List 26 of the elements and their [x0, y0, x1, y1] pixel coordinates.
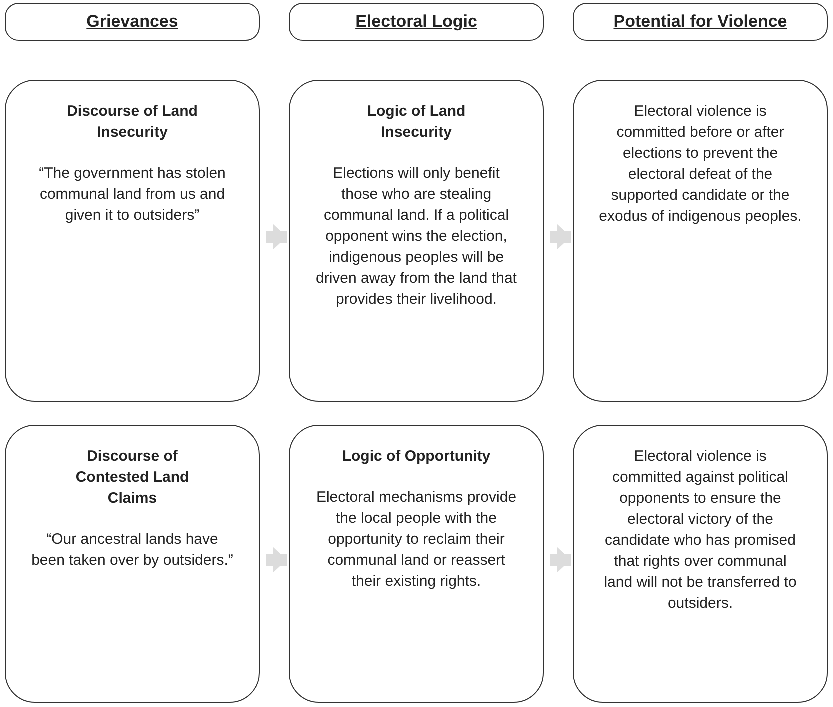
card-heading: Discourse of Contested Land Claims [74, 447, 190, 509]
card-body: “Our ancestral lands have been taken over by outsiders.” [30, 530, 234, 571]
block-arrow [550, 547, 571, 573]
card-body: Electoral mechanisms provide the local people with the opportunity to reclaim their communal land or reassert their existing rights. [315, 488, 518, 592]
card-heading: Logic of Opportunity [341, 447, 492, 467]
column-header [289, 3, 544, 41]
header-text: Electoral Logic [356, 11, 478, 34]
text-card [573, 80, 828, 402]
column-header [5, 3, 260, 41]
text-card [5, 80, 260, 402]
text-card [573, 425, 828, 703]
card-body: Elections will only benefit those who are stealing communal land. If a political opponent wins the election, indigenous peoples will be driven away from the land that provides their livelihood. [315, 164, 518, 310]
card-body: Electoral violence is committed before or after elections to prevent the electoral defeat of the supported candidate or the exodus of indigenous peoples. [598, 102, 803, 227]
column-header [573, 3, 828, 41]
block-arrow [550, 224, 571, 250]
header-text: Grievances [86, 11, 178, 34]
text-card [289, 80, 544, 402]
header-text: Potential for Violence [614, 11, 788, 34]
card-body: “The government has stolen communal land from us and given it to outsiders” [38, 164, 227, 226]
card-body: Electoral violence is committed against political opponents to ensure the electoral victory of the candidate who has promised that rights over communal land will not be transferred to outsiders. [603, 447, 798, 614]
block-arrow [266, 224, 287, 250]
card-heading: Discourse of Land Insecurity [66, 102, 199, 143]
block-arrow [266, 547, 287, 573]
card-heading: Logic of Land Insecurity [366, 102, 467, 143]
text-card [289, 425, 544, 703]
text-card [5, 425, 260, 703]
